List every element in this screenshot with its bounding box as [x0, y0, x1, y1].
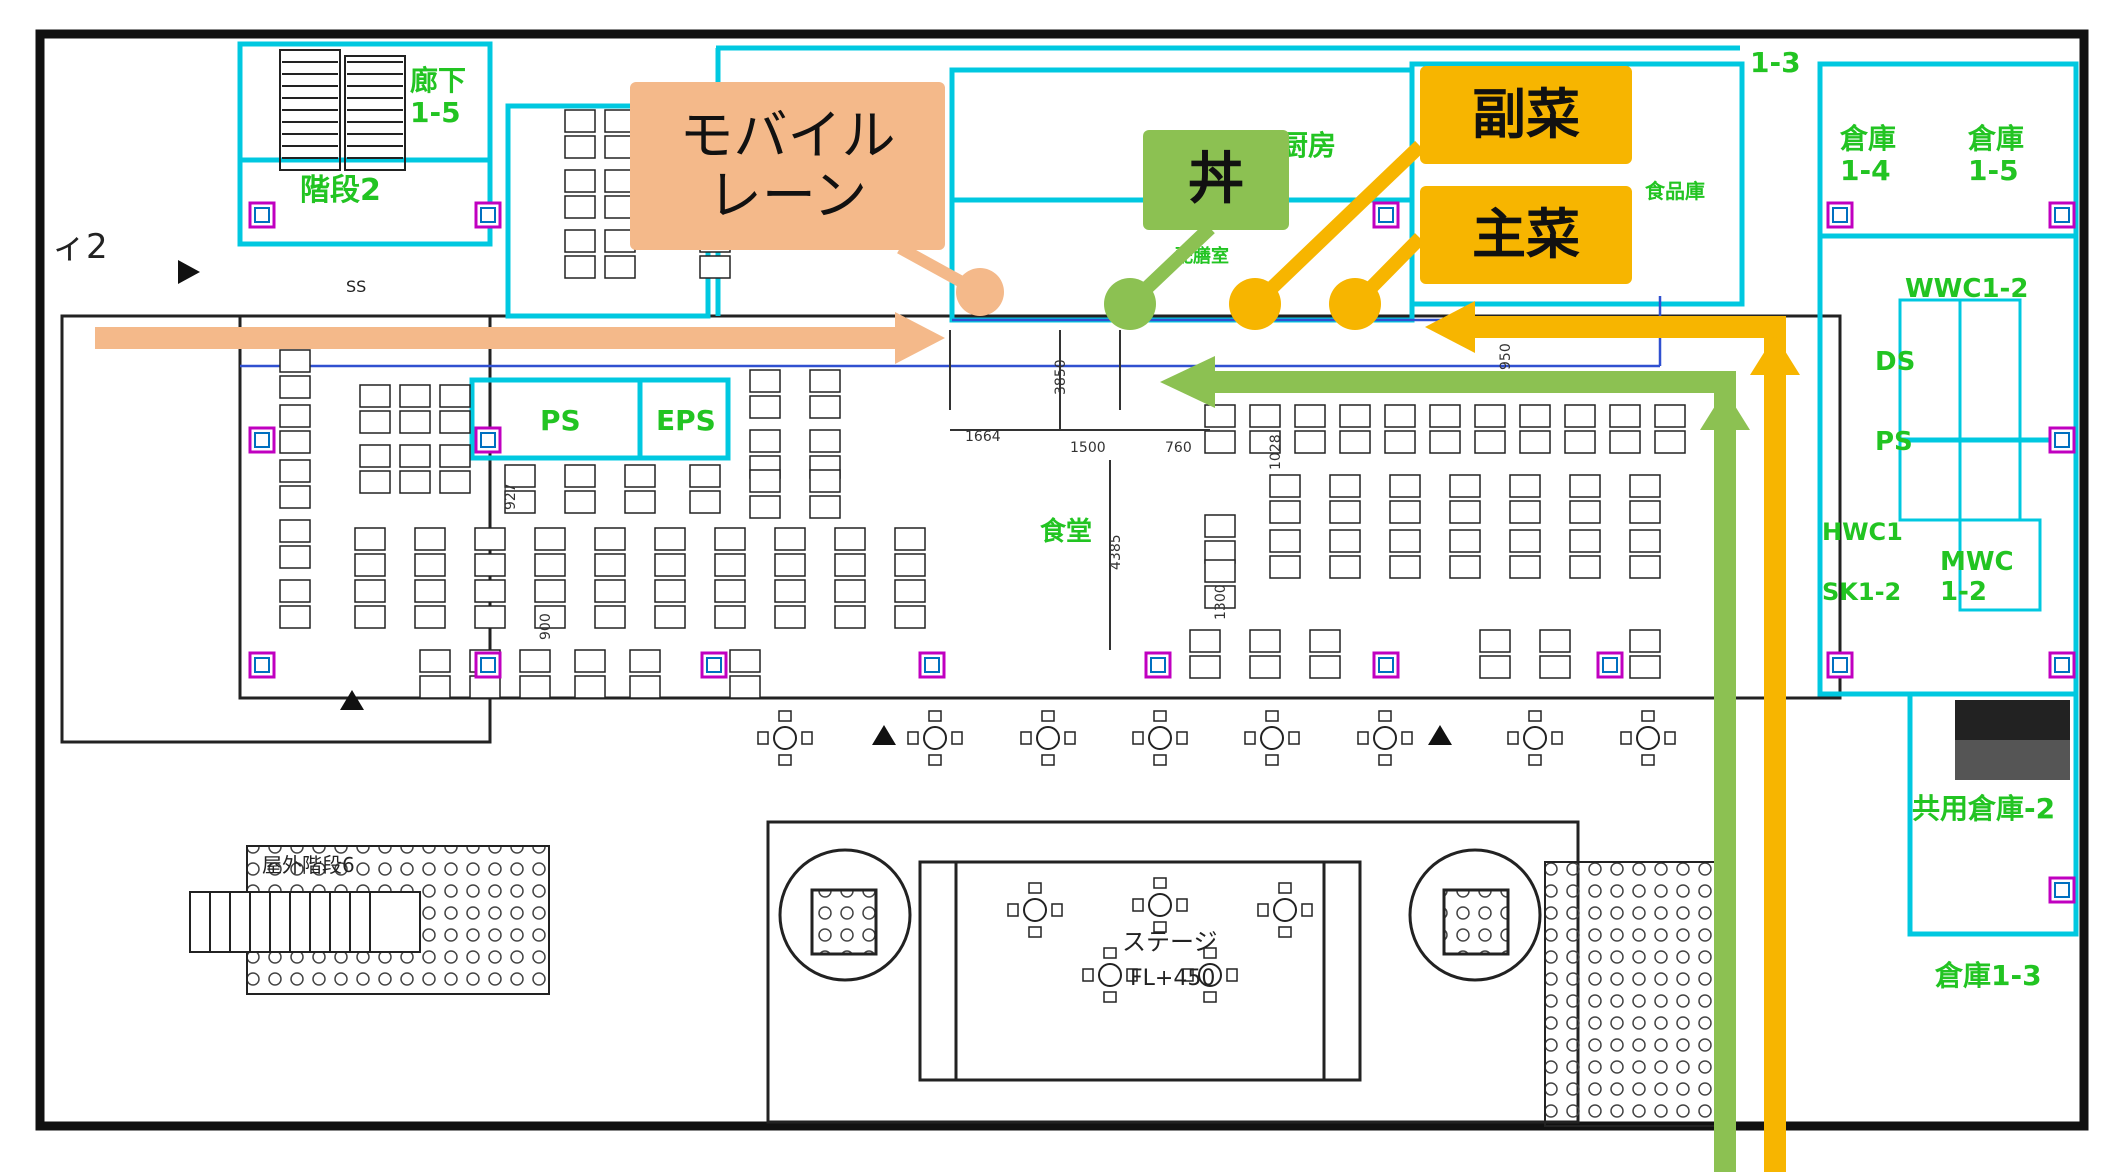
callout-don: 丼	[1143, 130, 1289, 230]
outdoor-stairs	[189, 891, 421, 953]
stairs-top	[279, 49, 406, 171]
callout-mobile-line2: レーン	[707, 164, 868, 227]
dimension-lines	[949, 330, 1210, 650]
dim-1664: 1664	[965, 429, 1001, 445]
dim-900: 900	[538, 613, 554, 640]
label-shokuhinko: 食品庫	[1645, 179, 1705, 203]
label-wwc: WWC1-2	[1905, 274, 2028, 304]
dim-950: 950	[1498, 343, 1514, 370]
callout-fukusai: 副菜	[1420, 66, 1632, 164]
dining-hall-outline	[60, 314, 1842, 744]
dim-927: 927	[503, 483, 519, 510]
don-arrow	[1104, 222, 1750, 1172]
label-ps2: PS	[1875, 427, 1913, 457]
label-sk: SK1-2	[1822, 578, 1901, 606]
label-chubo: 厨房	[1280, 129, 1336, 162]
terrace	[766, 820, 1580, 1124]
label-ss: SS	[346, 277, 366, 296]
label-ds: DS	[1875, 347, 1915, 377]
storage-racks	[1955, 700, 2070, 780]
label-stage: ステージ	[1122, 928, 1218, 956]
dim-4385: 4385	[1108, 534, 1124, 570]
dim-3850: 3850	[1053, 359, 1069, 395]
callout-mobile-line1: モバイル	[679, 103, 896, 167]
side-dish-arrow	[1229, 140, 1800, 1172]
dotted-paving-right	[1544, 861, 1722, 1127]
label-hwc: HWC1	[1822, 518, 1903, 546]
label-outdoor-stairs: 屋外階段6	[262, 853, 355, 877]
callout-shusai: 主菜	[1420, 186, 1632, 284]
black-labels: SS 屋外階段6 ステージ FL+450 ィ2	[52, 227, 1218, 991]
label-fl: FL+450	[1130, 966, 1215, 991]
dim-760: 760	[1165, 440, 1192, 456]
label-stairs2: 階段2	[300, 173, 381, 208]
entrance-markers	[178, 260, 1452, 745]
label-corridor-1-3: 1-3	[1750, 46, 1801, 79]
label-side: ィ2	[52, 227, 108, 267]
dim-1300: 1300	[1213, 584, 1229, 620]
label-kyoyo-soko: 共用倉庫-2	[1912, 792, 2055, 825]
restroom-stalls	[1898, 298, 2042, 612]
dim-1500: 1500	[1070, 440, 1106, 456]
label-soko-1-3: 倉庫1-3	[1934, 959, 2042, 992]
label-shokudo: 食堂	[1040, 516, 1092, 547]
label-ps: PS	[540, 404, 581, 437]
callout-mobile-lane: モバイル レーン	[630, 82, 945, 250]
dimension-text: 1664 1500 760 3850 4385 1300 1028 900 92…	[503, 343, 1514, 640]
label-eps: EPS	[656, 404, 716, 437]
mobile-lane-arrow	[95, 242, 1004, 364]
dim-1028: 1028	[1268, 434, 1284, 470]
